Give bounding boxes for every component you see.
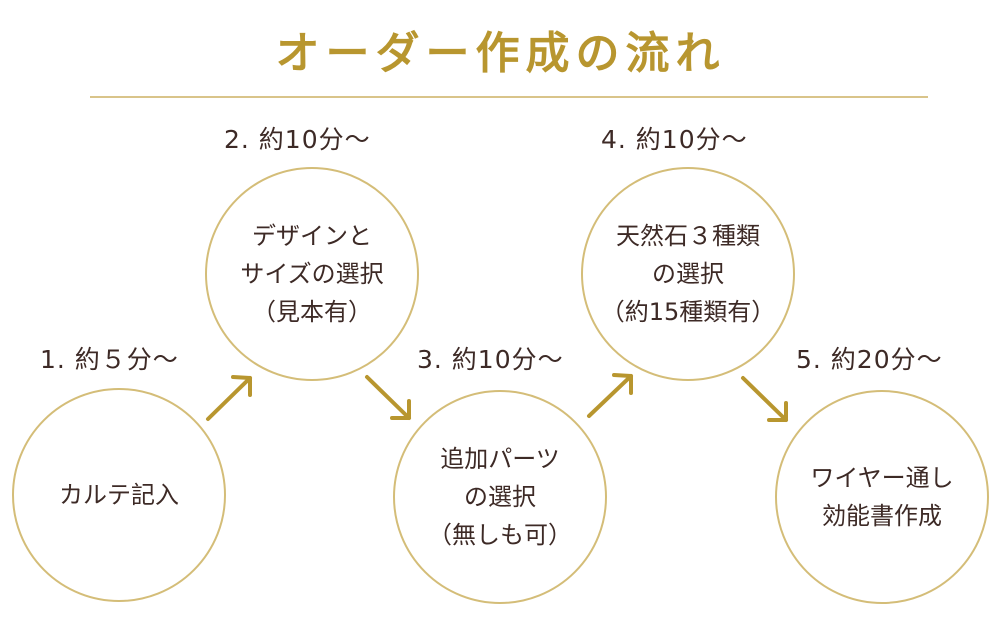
step-4-circle: 天然石３種類 の選択 （約15種類有）: [581, 167, 795, 381]
step-1-text: カルテ記入: [59, 481, 179, 509]
step-5-circle: ワイヤー通し 効能書作成: [775, 390, 989, 604]
step-2-label: 2. 約10分〜: [224, 125, 371, 154]
step-3-circle: 追加パーツ の選択 （無しも可）: [393, 390, 607, 604]
step-5-text: ワイヤー通し 効能書作成: [810, 464, 954, 530]
step-3-label: 3. 約10分〜: [417, 345, 564, 374]
step-5-label: 5. 約20分〜: [796, 345, 943, 374]
page-title: オーダー作成の流れ: [275, 28, 726, 79]
arrow-up-right-icon: [587, 373, 633, 418]
step-1-label: 1. 約５分〜: [40, 345, 179, 374]
step-1-circle: カルテ記入: [12, 388, 226, 602]
step-4-text: 天然石３種類 の選択 （約15種類有）: [600, 222, 776, 326]
step-2-text: デザインと サイズの選択 （見本有）: [240, 222, 384, 326]
step-4-label: 4. 約10分〜: [601, 125, 748, 154]
step-3-text: 追加パーツ の選択 （無しも可）: [428, 445, 572, 549]
arrow-up-right-icon: [206, 375, 252, 421]
title-divider: [90, 96, 928, 98]
arrow-down-right-icon: [365, 375, 411, 420]
arrow-down-right-icon: [741, 376, 788, 422]
step-2-circle: デザインと サイズの選択 （見本有）: [205, 167, 419, 381]
